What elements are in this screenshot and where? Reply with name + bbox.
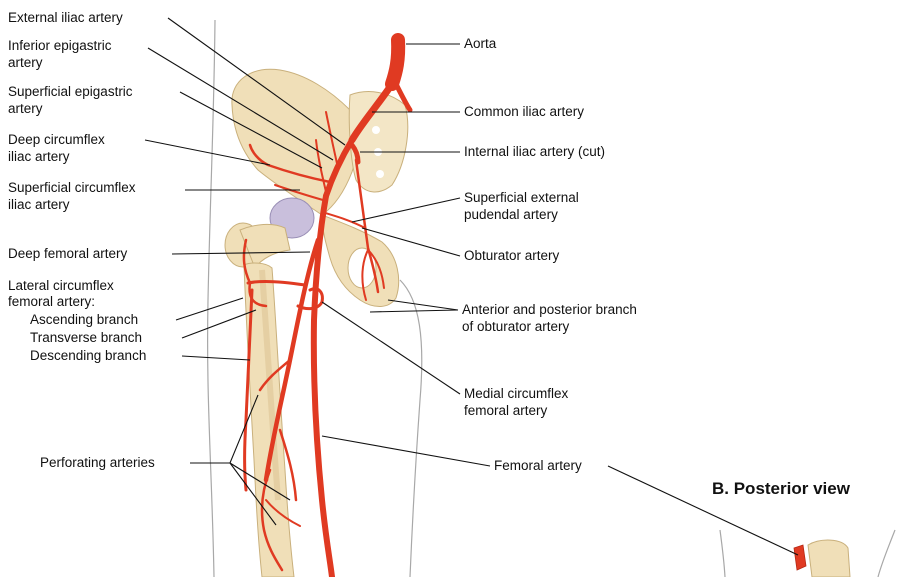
leader-obturator-branch-anterior <box>388 300 458 310</box>
posterior-artery-fragment <box>794 545 806 570</box>
posterior-femur-fragment <box>808 540 850 577</box>
labels-left: External iliac artery Inferior epigastri… <box>8 10 155 470</box>
label-perforating-arteries: Perforating arteries <box>40 455 155 470</box>
label-descending-branch: Descending branch <box>30 348 146 363</box>
leader-medial-circumflex <box>322 302 460 394</box>
label-transverse-branch: Transverse branch <box>30 330 142 345</box>
label-deep-femoral-artery: Deep femoral artery <box>8 246 128 261</box>
label-internal-iliac-artery-cut: Internal iliac artery (cut) <box>464 144 605 159</box>
leader-descending-branch <box>182 356 250 360</box>
leader-superficial-external-pudendal <box>352 198 460 222</box>
label-common-iliac-artery: Common iliac artery <box>464 104 584 119</box>
leader-obturator-branch-posterior <box>370 310 458 312</box>
lateral-body-outline <box>208 20 215 577</box>
label-external-iliac-artery: External iliac artery <box>8 10 123 25</box>
label-ascending-branch: Ascending branch <box>30 312 138 327</box>
labels-right: Aorta Common iliac artery Internal iliac… <box>462 36 637 473</box>
label-obturator-artery: Obturator artery <box>464 248 560 263</box>
label-femoral-artery: Femoral artery <box>494 458 582 473</box>
medial-thigh-outline <box>400 280 422 577</box>
leader-ascending-branch <box>176 298 243 320</box>
posterior-view-outline-left <box>720 530 725 577</box>
leader-femoral <box>322 436 490 466</box>
ilium <box>232 69 357 215</box>
label-aorta: Aorta <box>464 36 497 51</box>
view-title: B. Posterior view <box>712 479 851 498</box>
posterior-view-outline-right <box>878 530 895 577</box>
posterior-view-femur <box>794 540 850 577</box>
aorta <box>392 40 398 84</box>
